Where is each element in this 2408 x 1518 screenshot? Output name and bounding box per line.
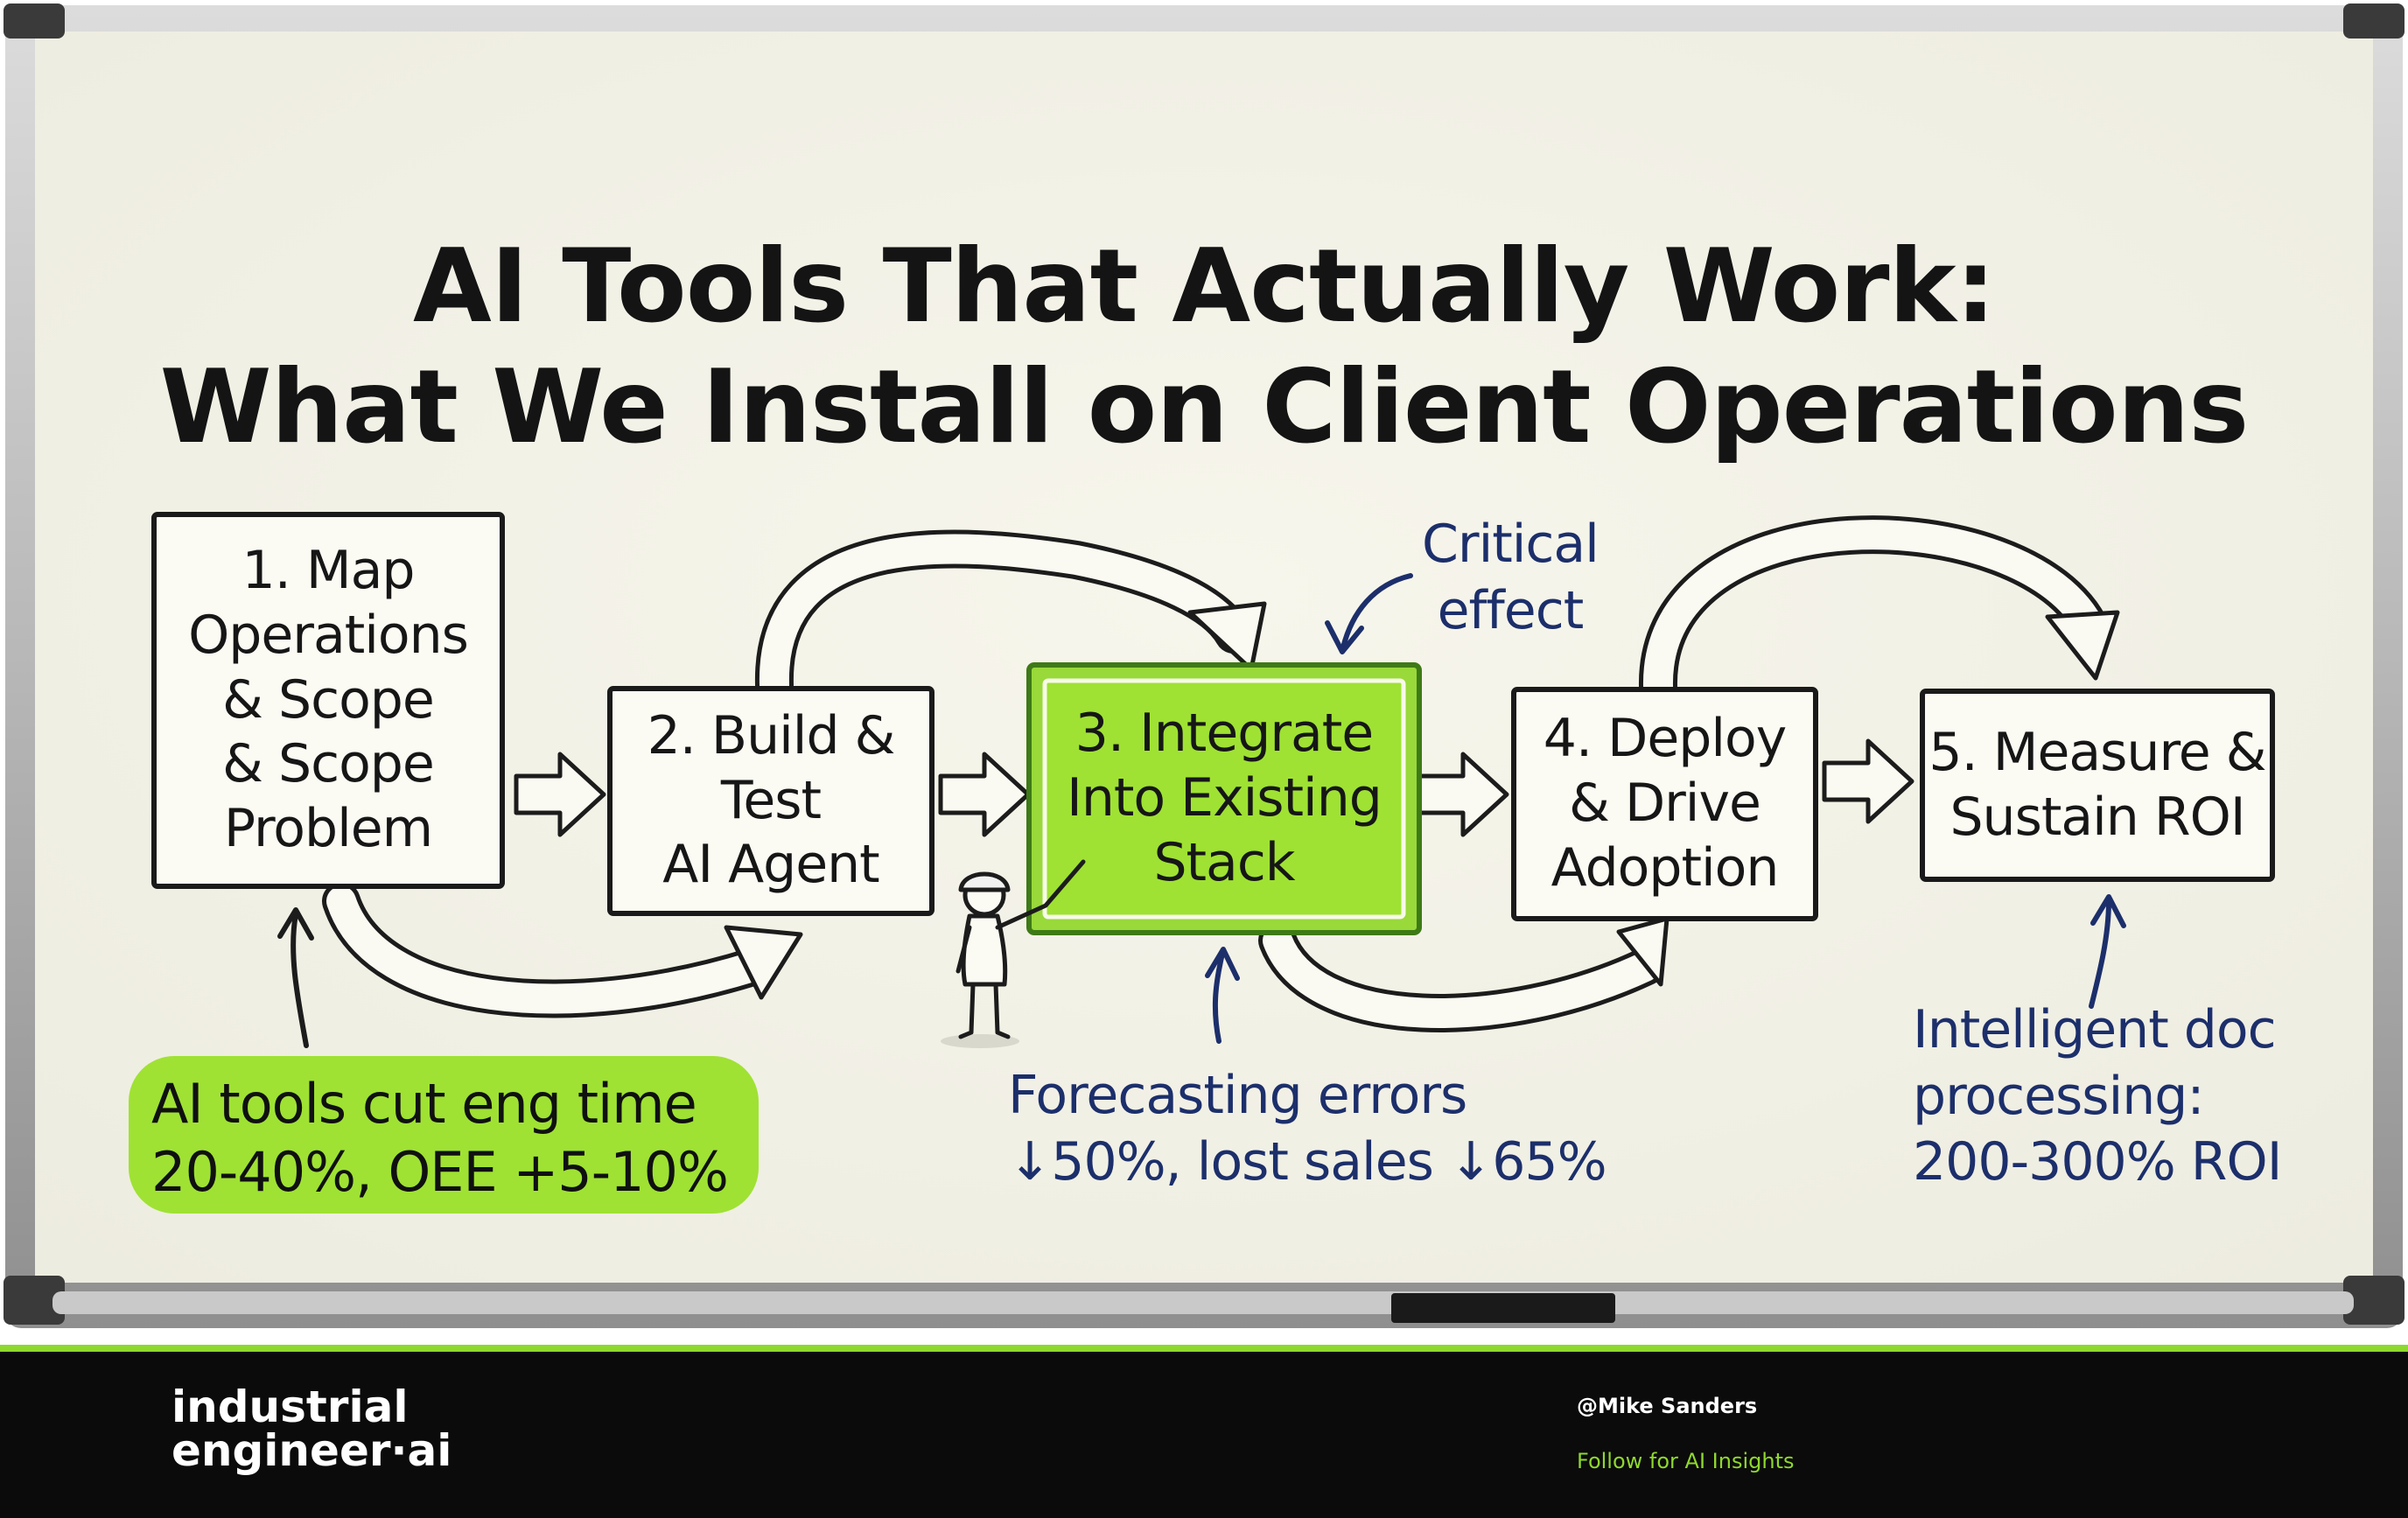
savings-badge: AI tools cut eng time 20-40%, OEE +5-10%: [129, 1056, 759, 1214]
savings-badge-text: AI tools cut eng time 20-40%, OEE +5-10%: [151, 1070, 759, 1206]
critical-effect-note: Critical effect: [1422, 512, 1599, 644]
intelligent-doc-note: Intelligent doc processing: 200-300% ROI: [1913, 997, 2281, 1196]
brand-line-1: industrial: [172, 1385, 452, 1429]
brand-wordmark[interactable]: industrial engineer·ai: [172, 1385, 452, 1473]
marker-tray: [52, 1291, 2354, 1314]
footer-accent-stripe: [0, 1345, 2408, 1352]
step-5-label: 5. Measure & Sustain ROI: [1922, 691, 2272, 879]
page-title-line-1: AI Tools That Actually Work:: [0, 236, 2408, 338]
brand-line-2: engineer·ai: [172, 1429, 452, 1473]
step-4-label: 4. Deploy & Drive Adoption: [1514, 689, 1816, 919]
follow-tagline[interactable]: Follow for AI Insights: [1577, 1449, 1794, 1473]
frame-corner-tr: [2343, 3, 2404, 38]
marker-tray-eraser: [1391, 1293, 1615, 1323]
forecasting-note: Forecasting errors ↓50%, lost sales ↓65%: [1008, 1063, 1606, 1195]
step-1-label: 1. Map Operations & Scope & Scope Proble…: [154, 514, 502, 886]
author-handle[interactable]: @Mike Sanders: [1577, 1394, 1757, 1418]
page-title-line-2: What We Install on Client Operations: [0, 357, 2408, 458]
step-3-label: 3. Integrate Into Existing Stack: [1045, 681, 1404, 917]
footer-bar: industrial engineer·ai @Mike Sanders Fol…: [0, 1345, 2408, 1518]
frame-corner-tl: [4, 3, 65, 38]
step-2-label: 2. Build & Test AI Agent: [610, 689, 932, 913]
